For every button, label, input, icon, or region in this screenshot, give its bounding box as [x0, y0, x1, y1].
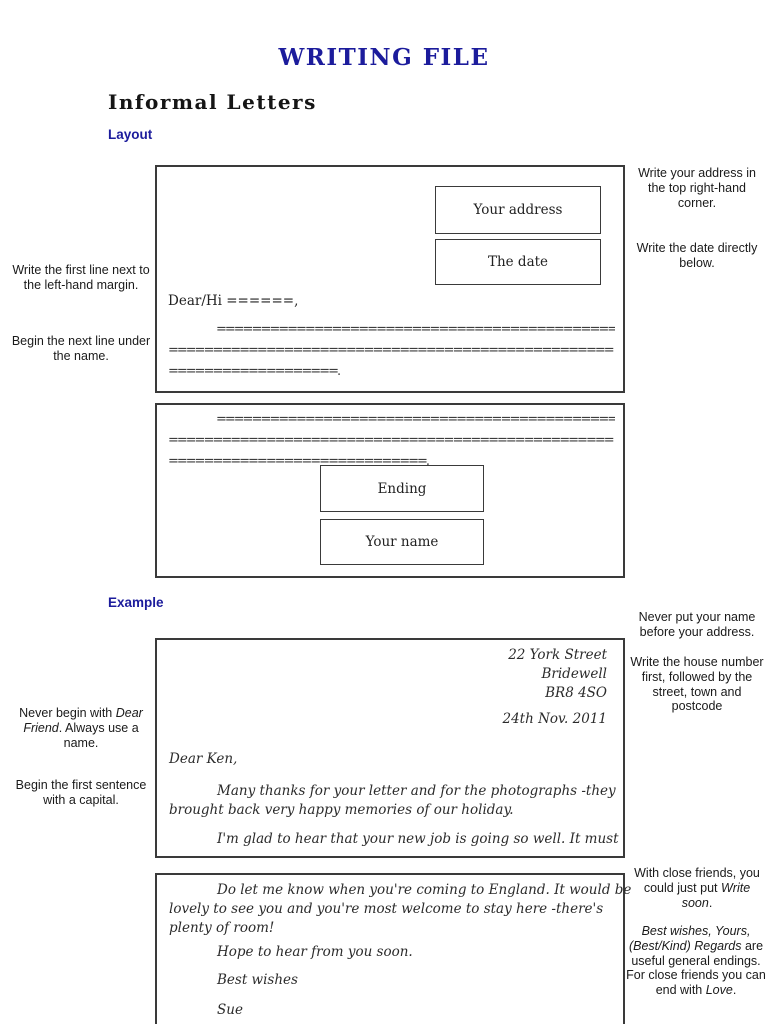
ending-placeholder-box: Ending [320, 465, 484, 512]
note-useful-endings: Best wishes, Yours, (Best/Kind) Regards … [626, 924, 766, 998]
letter-signature: Sue [217, 1002, 243, 1018]
note-text: are useful general endings. For close fr… [626, 938, 766, 997]
note-first-line-margin: Write the first line next to the left-ha… [12, 263, 150, 292]
your-name-placeholder-box: Your name [320, 519, 484, 565]
section-label-layout: Layout [108, 127, 153, 142]
example-letter-page1: 22 York Street Bridewell BR8 4SO 24th No… [155, 638, 625, 858]
note-capital-first-sentence: Begin the first sentence with a capital. [15, 778, 147, 807]
placeholder-line: ========================================… [168, 433, 615, 448]
note-house-number-first: Write the house number first, followed b… [630, 655, 764, 714]
layout-diagram-page1: Your address The date Dear/Hi ======, ==… [155, 165, 625, 393]
note-text: . [732, 983, 737, 997]
address-line: 22 York Street [508, 647, 607, 663]
note-italic-text: Love [705, 983, 733, 997]
note-next-line-under-name: Begin the next line under the name. [11, 334, 151, 363]
placeholder-line: ========================================… [168, 343, 615, 358]
your-address-placeholder-box: Your address [435, 186, 601, 234]
page-title: WRITING FILE [278, 44, 490, 71]
placeholder-line: ========================================… [216, 322, 615, 337]
letter-line: Do let me know when you're coming to Eng… [217, 882, 632, 898]
letter-sender-address: 22 York Street Bridewell BR8 4SO [508, 646, 607, 703]
note-text: With close friends, you could just put [634, 866, 760, 895]
note-address-top-right: Write your address in the top right-hand… [638, 166, 756, 210]
body-placeholder-lines-page1: ========================================… [168, 319, 615, 382]
note-text: Never begin with [19, 706, 116, 720]
placeholder-line: ===================. [168, 364, 341, 379]
letter-line: Many thanks for your letter and for the … [217, 783, 616, 799]
section-label-example: Example [108, 595, 164, 610]
the-date-placeholder-box: The date [435, 239, 601, 285]
note-date-below: Write the date directly below. [636, 241, 758, 270]
note-italic-text: Dear Friend [23, 706, 143, 735]
letter-line: plenty of room! [169, 920, 275, 936]
letter-date: 24th Nov. 2011 [502, 711, 608, 727]
letter-line: lovely to see you and you're most welcom… [169, 901, 604, 917]
note-text: . Always use a name. [58, 720, 139, 750]
note-never-dear-friend: Never begin with Dear Friend. Always use… [10, 706, 152, 750]
letter-line: brought back very happy memories of our … [169, 802, 514, 818]
letter-paragraph-3: Do let me know when you're coming to Eng… [169, 881, 631, 938]
document-heading: Informal Letters [108, 90, 317, 114]
letter-paragraph-1: Many thanks for your letter and for the … [169, 782, 616, 820]
example-letter-page2: Do let me know when you're coming to Eng… [155, 873, 631, 1024]
note-never-name-before-address: Never put your name before your address. [638, 610, 756, 639]
layout-diagram-page2: ========================================… [155, 403, 625, 578]
letter-sign-off: Best wishes [217, 972, 298, 988]
note-italic-text: Best wishes, Yours, (Best/Kind) Regards [628, 924, 751, 953]
body-placeholder-lines-page2: ========================================… [168, 409, 615, 472]
note-italic-text: Write soon [681, 880, 751, 910]
address-line: Bridewell [541, 666, 607, 682]
letter-salutation: Dear Ken, [169, 751, 238, 767]
letter-closing-line: Hope to hear from you soon. [217, 944, 413, 960]
note-write-soon: With close friends, you could just put W… [628, 866, 766, 910]
salutation-placeholder: Dear/Hi ======, [168, 293, 299, 309]
placeholder-line: ========================================… [216, 412, 615, 427]
address-line: BR8 4SO [545, 685, 607, 701]
letter-paragraph-2: I'm glad to hear that your new job is go… [217, 831, 619, 847]
note-text: . [708, 895, 713, 910]
